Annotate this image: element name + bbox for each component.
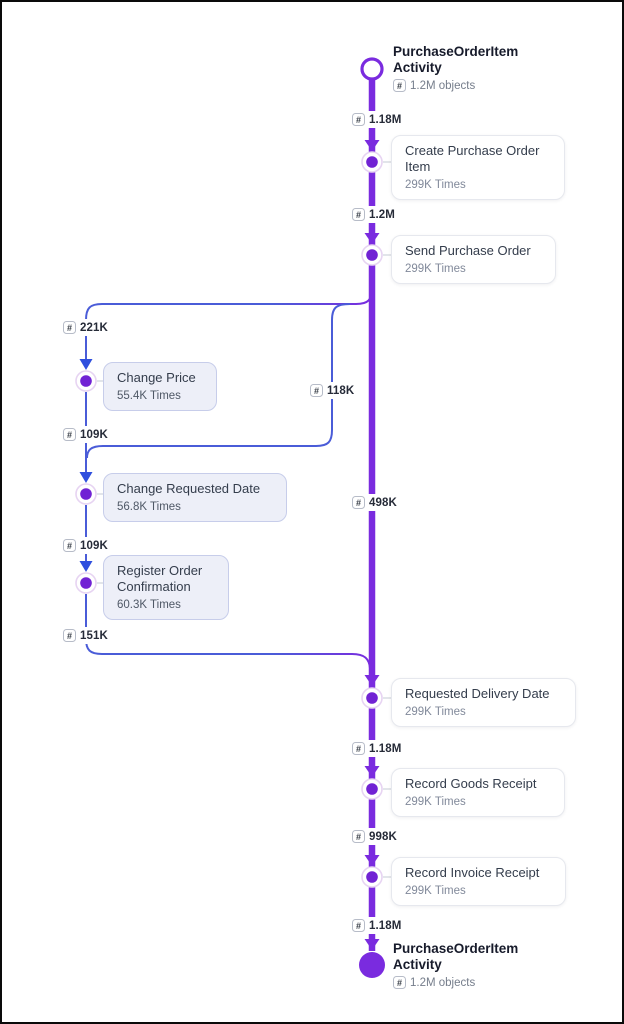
activity-times: 56.8K Times bbox=[117, 501, 181, 513]
activity-card-change-price[interactable]: Change Price 55.4K Times bbox=[103, 362, 217, 411]
sink-node-circle[interactable] bbox=[359, 952, 385, 978]
activity-name: Record Goods Receipt bbox=[405, 776, 537, 791]
branch-line-bypass bbox=[86, 303, 351, 459]
edge-count-label[interactable]: # 151K bbox=[61, 627, 111, 644]
activity-name: Record Invoice Receipt bbox=[405, 865, 540, 880]
activity-card-send-purchase-order[interactable]: Send Purchase Order 299K Times bbox=[391, 235, 556, 284]
activity-card-record-goods-receipt[interactable]: Record Goods Receipt 299K Times bbox=[391, 768, 565, 817]
hash-icon: # bbox=[393, 976, 406, 989]
activity-times: 299K Times bbox=[405, 179, 466, 191]
activity-card-create-purchase-order-item[interactable]: Create Purchase Order Item 299K Times bbox=[391, 135, 565, 200]
arrow-down-icon bbox=[364, 140, 380, 950]
card-connector-stubs bbox=[97, 161, 392, 878]
hash-icon: # bbox=[63, 428, 76, 441]
activity-name: Register Order Confirmation bbox=[117, 563, 203, 594]
activity-card-change-requested-date[interactable]: Change Requested Date 56.8K Times bbox=[103, 473, 287, 522]
hash-icon: # bbox=[352, 496, 365, 509]
hash-icon: # bbox=[352, 919, 365, 932]
activity-times: 299K Times bbox=[405, 263, 466, 275]
hash-icon: # bbox=[63, 321, 76, 334]
hash-icon: # bbox=[63, 539, 76, 552]
activity-times: 60.3K Times bbox=[117, 599, 181, 611]
edge-count-label[interactable]: # 998K bbox=[350, 828, 400, 845]
edge-count-label[interactable]: # 1.2M bbox=[350, 206, 398, 223]
hash-icon: # bbox=[63, 629, 76, 642]
activity-name: Create Purchase Order Item bbox=[405, 143, 540, 174]
edge-count-label[interactable]: # 498K bbox=[350, 494, 400, 511]
hash-icon: # bbox=[352, 208, 365, 221]
sink-object-count: 1.2M objects bbox=[410, 976, 476, 989]
activity-name: Requested Delivery Date bbox=[405, 686, 550, 701]
hash-icon: # bbox=[393, 79, 406, 92]
activity-times: 299K Times bbox=[405, 706, 466, 718]
edge-count-label[interactable]: # 1.18M bbox=[350, 111, 405, 128]
activity-times: 299K Times bbox=[405, 796, 466, 808]
source-node-header: PurchaseOrderItem Activity # 1.2M object… bbox=[393, 44, 603, 92]
activity-times: 55.4K Times bbox=[117, 390, 181, 402]
activity-name: Change Requested Date bbox=[117, 481, 261, 496]
edge-count-label[interactable]: # 1.18M bbox=[350, 740, 405, 757]
hash-icon: # bbox=[352, 742, 365, 755]
branch-line-merge bbox=[85, 594, 371, 669]
sink-node-title: PurchaseOrderItem bbox=[393, 941, 519, 956]
activity-card-record-invoice-receipt[interactable]: Record Invoice Receipt 299K Times bbox=[391, 857, 566, 906]
source-node-title-line2: Activity bbox=[393, 59, 442, 75]
source-node-title: PurchaseOrderItem bbox=[393, 44, 519, 59]
edge-count-label[interactable]: # 1.18M bbox=[350, 917, 405, 934]
hash-icon: # bbox=[352, 113, 365, 126]
edge-count-label[interactable]: # 109K bbox=[61, 426, 111, 443]
activity-node[interactable] bbox=[75, 151, 383, 888]
activity-name: Send Purchase Order bbox=[405, 243, 531, 258]
activity-name: Change Price bbox=[117, 370, 196, 385]
source-object-count: 1.2M objects bbox=[410, 79, 476, 92]
activity-times: 299K Times bbox=[405, 885, 466, 897]
branch-line-change-price bbox=[85, 287, 373, 365]
sink-node-title-line2: Activity bbox=[393, 956, 442, 972]
sink-node-header: PurchaseOrderItem Activity # 1.2M object… bbox=[393, 941, 603, 989]
hash-icon: # bbox=[310, 384, 323, 397]
edge-count-label[interactable]: # 118K bbox=[308, 382, 358, 399]
arrow-down-icon-branch bbox=[79, 359, 93, 572]
hash-icon: # bbox=[352, 830, 365, 843]
edge-count-label[interactable]: # 221K bbox=[61, 319, 111, 336]
source-node-circle[interactable] bbox=[360, 57, 384, 81]
activity-card-register-order-confirmation[interactable]: Register Order Confirmation 60.3K Times bbox=[103, 555, 229, 620]
activity-card-requested-delivery-date[interactable]: Requested Delivery Date 299K Times bbox=[391, 678, 576, 727]
edge-count-label[interactable]: # 109K bbox=[61, 537, 111, 554]
